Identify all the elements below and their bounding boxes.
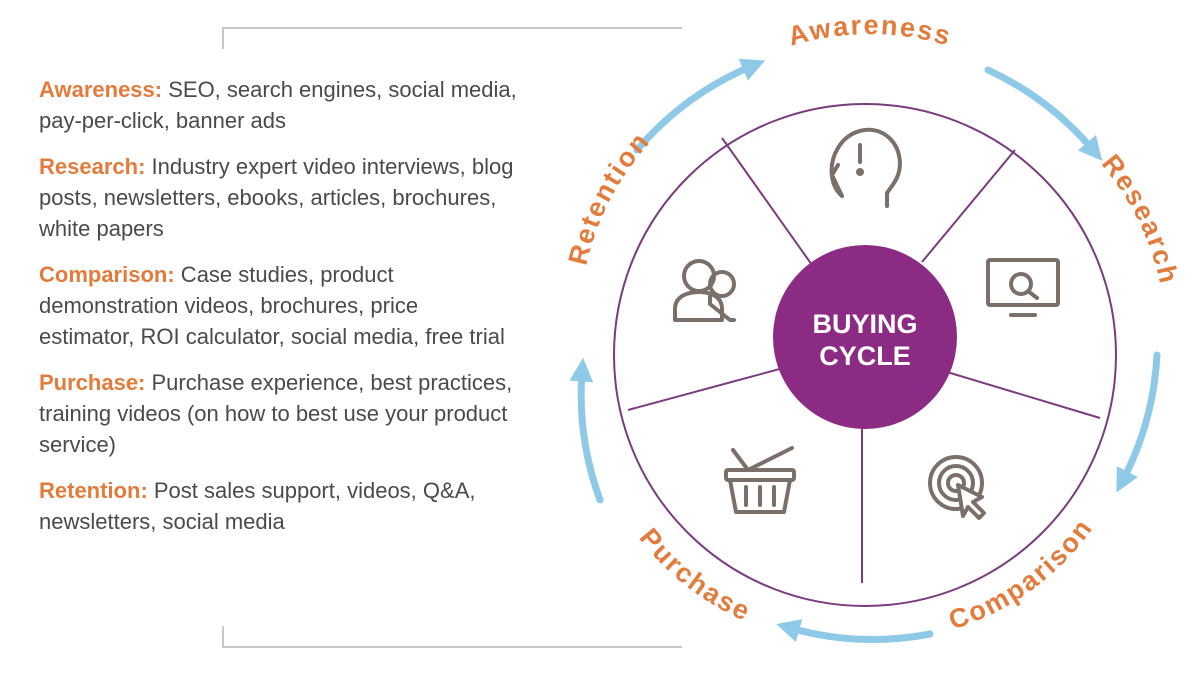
retention-description: Retention: Post sales support, videos, Q… (39, 475, 519, 537)
head-exclamation-icon (829, 127, 902, 208)
comparison-description: Comparison: Case studies, product demons… (39, 259, 519, 352)
awareness-description: Awareness: SEO, search engines, social m… (39, 74, 519, 136)
retention-title: Retention: (39, 478, 148, 503)
comparison-text: Case studies, product demonstration vide… (39, 262, 505, 349)
outer-ring (613, 103, 1117, 607)
description-panel: Awareness: SEO, search engines, social m… (39, 74, 519, 552)
purchase-title: Purchase: (39, 370, 146, 395)
cycle-arrows (569, 58, 1161, 643)
top-bracket-line (222, 27, 682, 49)
arrow-purchase-to-retention (569, 357, 604, 504)
purchase-description: Purchase: Purchase experience, best prac… (39, 367, 519, 460)
center-circle (773, 245, 957, 429)
center-line-1: BUYING (812, 309, 917, 339)
awareness-text: SEO, search engines, social media, pay-p… (39, 77, 517, 133)
stage-label-research: Research (1096, 149, 1184, 288)
shopping-basket-icon (724, 446, 796, 514)
arrow-research-to-comparison (1116, 351, 1161, 493)
stage-label-retention: Retention (563, 126, 656, 268)
monitor-search-icon (986, 258, 1060, 317)
center-line-2: CYCLE (819, 341, 911, 371)
awareness-title: Awareness: (39, 77, 163, 102)
divider-retention-awareness (721, 137, 813, 266)
retention-text: Post sales support, videos, Q&A, newslet… (39, 478, 476, 534)
purchase-text: Purchase experience, best practices, tra… (39, 370, 513, 457)
arrow-comparison-to-purchase (776, 619, 934, 643)
bottom-bracket-line (222, 626, 682, 648)
stage-label-comparison: Comparison (945, 513, 1099, 636)
target-cursor-icon (928, 455, 986, 520)
segment-dividers (627, 137, 1101, 583)
research-title: Research: (39, 154, 146, 179)
users-icon (673, 259, 736, 322)
divider-purchase-retention (627, 366, 788, 411)
research-description: Research: Industry expert video intervie… (39, 151, 519, 244)
comparison-title: Comparison: (39, 262, 175, 287)
research-text: Industry expert video interviews, blog p… (39, 154, 514, 241)
divider-research-comparison (946, 371, 1101, 419)
arrow-awareness-to-research (984, 66, 1103, 161)
arrow-retention-to-awareness (633, 58, 766, 154)
divider-awareness-research (921, 149, 1016, 263)
stage-label-awareness: Awareness (785, 10, 956, 52)
